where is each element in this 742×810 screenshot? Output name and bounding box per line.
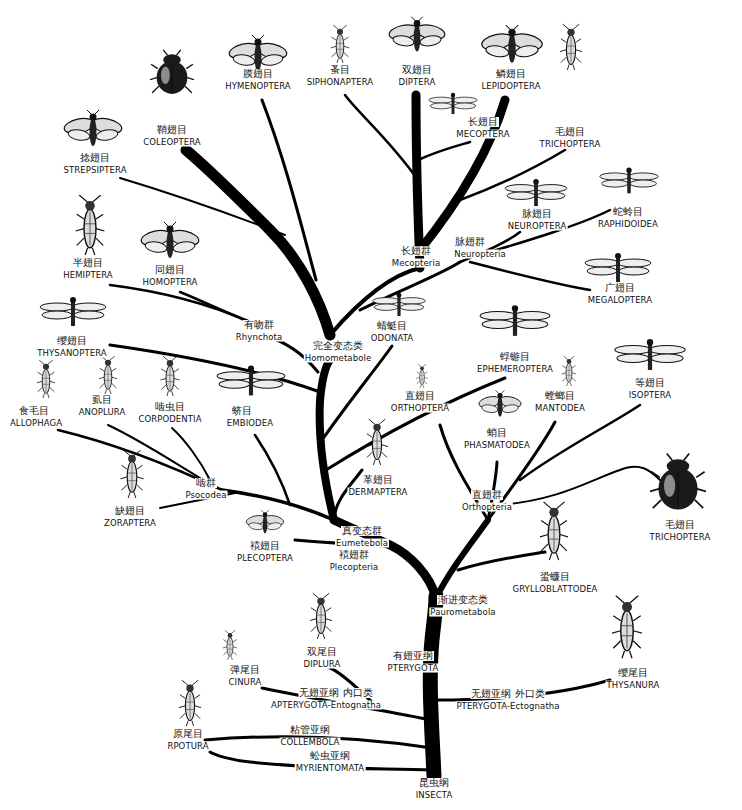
taxon-name-zh: 食毛目: [18, 406, 50, 416]
taxon-name-latin: ZORAPTERA: [103, 519, 157, 528]
taxon-name-latin: MANTODEA: [534, 404, 586, 413]
taxon-name-latin: Paurometabola: [429, 608, 496, 617]
taxon-name-latin: PHASMATODEA: [463, 441, 531, 450]
taxon-name-latin: PTERYGOTA: [387, 664, 440, 673]
taxon-name-latin: DERMAPTERA: [347, 488, 408, 497]
taxon-name-latin: THYSANOPTERA: [36, 349, 107, 358]
taxon-name-latin: Plecopteria: [329, 563, 380, 572]
taxon-name-latin: HYMENOPTERA: [224, 82, 292, 91]
taxon-name-latin: Homometabole: [304, 354, 373, 363]
taxon-name-zh: 真变态群: [341, 526, 383, 536]
taxon-name-latin: ISOPTERA: [628, 391, 672, 400]
taxon-name-latin: ANOPLURA: [78, 408, 127, 417]
taxon-name-zh: 革翅目: [362, 475, 394, 485]
taxon-name-zh: 昆虫纲: [418, 778, 450, 788]
taxon-name-latin: PTERYGOTA-Ectognatha: [455, 702, 560, 711]
taxon-name-zh: 脉翅目: [521, 209, 553, 219]
taxon-name-zh: 等翅目: [634, 378, 666, 388]
taxon-name-zh: 蚣虫亚纲: [309, 751, 351, 761]
taxon-name-zh: 有吻群: [243, 320, 275, 330]
taxon-name-zh: 膜翅目: [242, 69, 274, 79]
taxon-name-zh: 虱目: [91, 395, 113, 405]
taxon-name-latin: Eumetebola: [335, 539, 389, 548]
taxon-name-latin: INSECTA: [415, 791, 454, 800]
taxon-name-zh: 螳螂目: [544, 391, 576, 401]
taxon-name-latin: SIPHONAPTERA: [306, 78, 375, 87]
taxon-name-zh: 啮群: [195, 478, 217, 488]
taxon-name-zh: 捻翅目: [79, 153, 111, 163]
taxon-name-latin: MYRIENTOMATA: [295, 764, 366, 773]
taxon-name-zh: 鳞翅目: [495, 69, 527, 79]
taxon-name-zh: 原尾目: [172, 729, 204, 739]
taxon-name-latin: TRICHOPTERA: [539, 140, 602, 149]
taxon-name-zh: 蜻蜓目: [376, 321, 408, 331]
taxon-name-zh: 粘管亚纲: [289, 725, 331, 735]
taxon-name-latin: DIPLURA: [303, 660, 342, 669]
taxon-name-latin: Orthopteria: [461, 503, 513, 512]
taxon-name-latin: HEMIPTERA: [62, 271, 114, 280]
taxon-name-latin: Psocodea: [184, 491, 227, 500]
taxon-name-latin: EMBIODEA: [226, 419, 274, 428]
taxon-name-latin: APTERYGOTA-Entognatha: [270, 701, 382, 710]
taxon-name-zh: 毛翅目: [554, 127, 586, 137]
taxon-name-zh: 蜉蝣目: [499, 352, 531, 362]
taxon-name-zh: 渐进变态类: [437, 595, 489, 605]
taxon-name-latin: ORTHOPTERA: [390, 404, 450, 413]
taxon-name-latin: STREPSIPTERA: [62, 166, 127, 175]
taxon-name-zh: 广翅目: [604, 283, 636, 293]
taxon-name-latin: Rhynchota: [235, 333, 283, 342]
taxon-name-latin: ALLOPHAGA: [9, 419, 63, 428]
taxon-name-latin: GRYLLOBLATTODEA: [511, 585, 598, 594]
taxon-name-zh: 缺翅目: [114, 506, 146, 516]
taxon-name-zh: 蛇蛉目: [612, 207, 644, 217]
taxon-name-zh: 缨翅目: [56, 336, 88, 346]
taxon-name-latin: COLEOPTERA: [142, 138, 202, 147]
taxon-name-zh: 蛸目: [486, 428, 508, 438]
taxon-name-zh: 蛩蠊目: [539, 572, 571, 582]
taxon-name-zh: 长翅群: [400, 246, 432, 256]
taxon-name-latin: LEPIDOPTERA: [480, 82, 541, 91]
taxon-name-zh: 毛翅目: [664, 520, 696, 530]
taxon-name-latin: COLLEMBOLA: [280, 738, 341, 747]
taxon-name-zh: 缨尾目: [617, 668, 649, 678]
taxon-name-latin: MECOPTERA: [455, 130, 510, 139]
taxon-name-latin: EPHEMEROPTERA: [476, 365, 554, 374]
taxon-name-latin: THYSANURA: [606, 681, 661, 690]
taxon-name-zh: 鞘翅目: [156, 125, 188, 135]
taxon-name-zh: 脉翅群: [454, 237, 486, 247]
taxon-name-zh: 蚤目: [329, 65, 351, 75]
taxon-name-zh: 同翅目: [154, 265, 186, 275]
taxon-name-latin: MEGALOPTERA: [587, 296, 653, 305]
taxon-name-zh: 无翅亚纲 内口类: [298, 688, 373, 698]
taxon-name-latin: DIPTERA: [398, 78, 437, 87]
taxon-name-zh: 蛴目: [231, 406, 253, 416]
taxon-name-zh: 弹尾目: [229, 665, 261, 675]
taxon-name-latin: RPOTURA: [166, 742, 209, 751]
taxon-name-latin: CORPODENTIA: [137, 415, 202, 424]
taxon-name-latin: ODONATA: [370, 334, 415, 343]
taxon-name-latin: TRICHOPTERA: [649, 533, 712, 542]
taxon-name-zh: 双翅目: [401, 65, 433, 75]
taxon-name-latin: RAPHIDOIDEA: [597, 220, 659, 229]
taxon-name-zh: 啮虫目: [154, 402, 186, 412]
taxon-name-latin: CINURA: [228, 678, 263, 687]
taxon-name-zh: 半翅目: [72, 258, 104, 268]
taxon-name-zh: 长翅目: [467, 117, 499, 127]
taxon-name-zh: 完全变态类: [312, 341, 364, 351]
taxon-name-latin: HOMOPTERA: [141, 278, 198, 287]
taxon-name-zh: 直翅群: [471, 490, 503, 500]
taxon-name-zh: 襀翅群: [338, 550, 370, 560]
taxon-name-zh: 双尾目: [306, 647, 338, 657]
taxon-name-latin: Neuropteria: [453, 250, 507, 259]
taxon-name-zh: 无翅亚纲 外口类: [470, 689, 545, 699]
taxon-name-zh: 有翅亚纲: [392, 651, 434, 661]
taxon-name-zh: 襀翅目: [249, 541, 281, 551]
taxon-name-latin: PLECOPTERA: [236, 554, 294, 563]
taxon-name-latin: NEUROPTERA: [507, 222, 568, 231]
taxon-name-latin: Mecopteria: [391, 259, 441, 268]
taxon-name-zh: 直翅目: [404, 391, 436, 401]
